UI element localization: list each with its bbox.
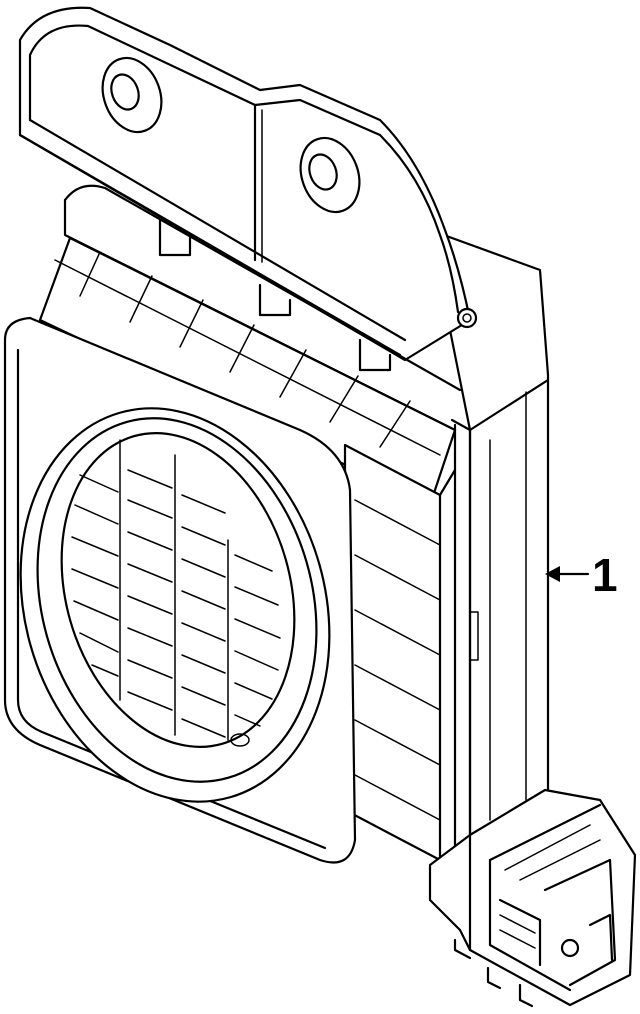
housing-side-panel [428,228,550,852]
callout-1: 1 [545,549,618,601]
speaker-front-face [3,316,357,864]
housing-top [38,236,457,507]
enclosure-side-fins [343,443,457,862]
speaker-grille [71,439,281,747]
callout-1-label: 1 [592,549,618,601]
callout-1-arrowhead [545,566,560,582]
mounting-bracket [18,6,478,432]
connector-bracket [428,788,637,1008]
